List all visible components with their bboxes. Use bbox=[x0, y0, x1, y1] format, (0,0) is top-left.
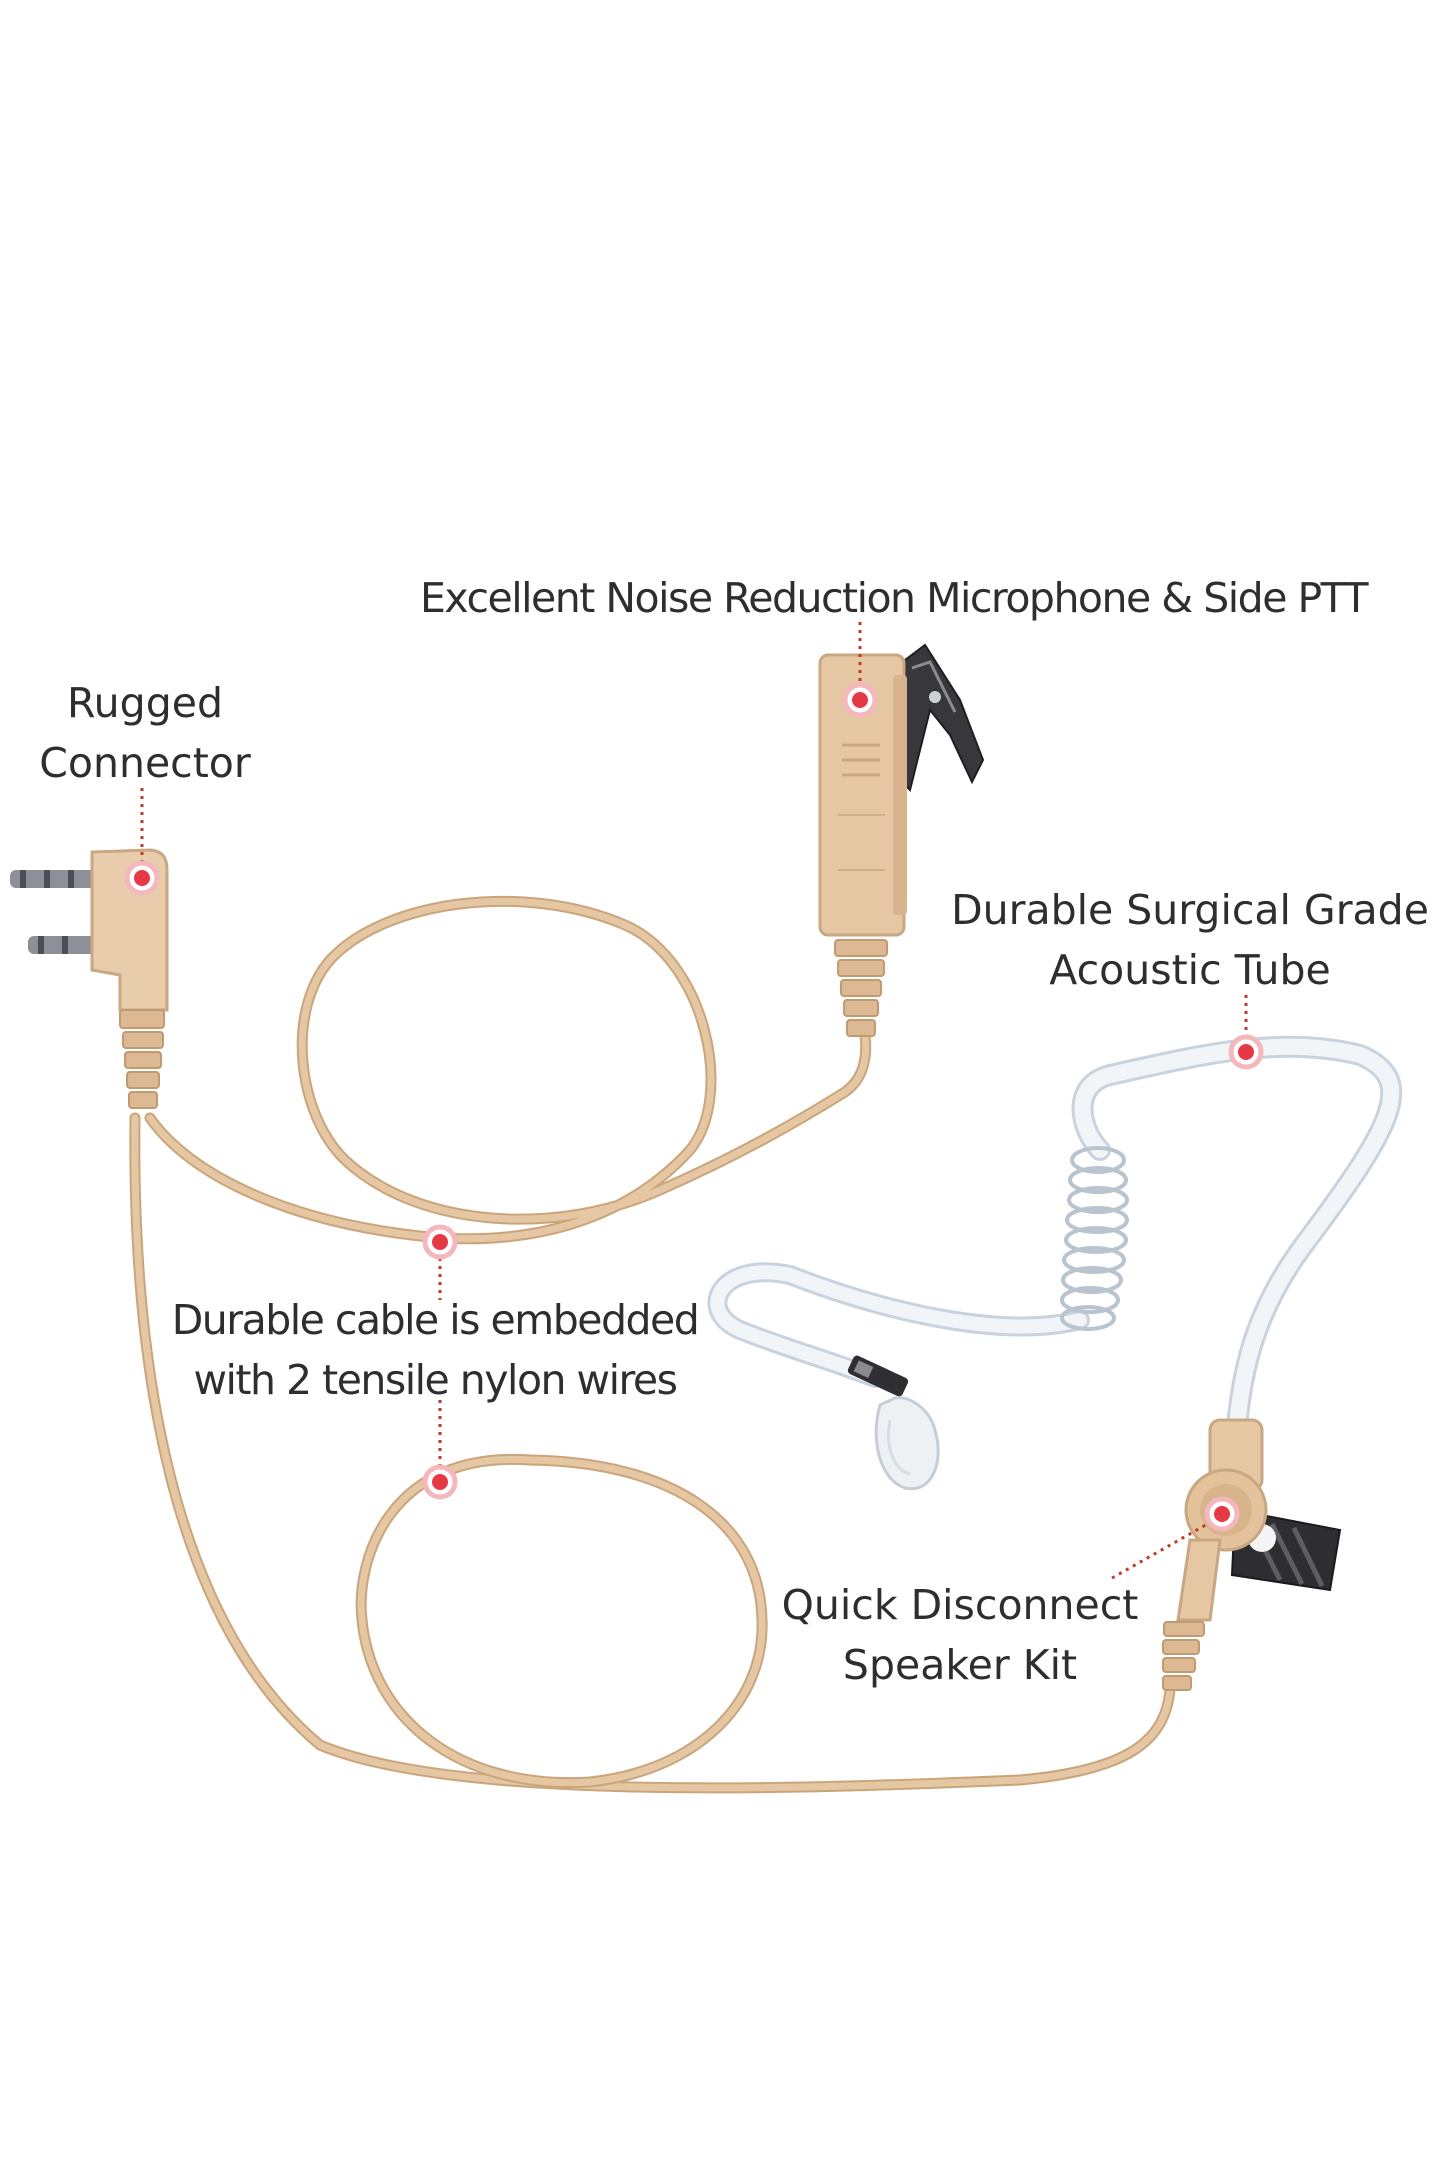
label-cable: Durable cable is embedded with 2 tensile… bbox=[170, 1290, 700, 1410]
label-tube: Durable Surgical Grade Acoustic Tube bbox=[950, 880, 1430, 1000]
marker-microphone bbox=[842, 682, 878, 718]
marker-speaker bbox=[1204, 1496, 1240, 1532]
label-connector: Rugged Connector bbox=[30, 673, 260, 793]
label-connector-line2: Connector bbox=[39, 739, 251, 787]
label-tube-line1: Durable Surgical Grade bbox=[951, 886, 1429, 934]
coil-tube bbox=[1060, 1146, 1129, 1331]
alligator-clip-icon bbox=[904, 643, 985, 792]
cable-group bbox=[129, 895, 1176, 1794]
label-speaker-line1: Quick Disconnect bbox=[781, 1581, 1139, 1629]
marker-connector bbox=[124, 860, 160, 896]
earpiece-earbud bbox=[847, 1355, 940, 1491]
cable-upper-loop bbox=[144, 895, 872, 1245]
label-cable-line1: Durable cable is embedded bbox=[171, 1296, 700, 1344]
label-tube-line2: Acoustic Tube bbox=[1049, 946, 1331, 994]
marker-cable-upper bbox=[422, 1224, 458, 1260]
label-speaker: Quick Disconnect Speaker Kit bbox=[770, 1575, 1150, 1695]
label-connector-line1: Rugged bbox=[67, 679, 223, 727]
acoustic-tube bbox=[707, 1035, 1403, 1461]
speaker-kit bbox=[1162, 1418, 1342, 1691]
ptt-microphone bbox=[818, 643, 985, 1037]
markers bbox=[124, 682, 1264, 1532]
label-microphone-line1: Excellent Noise Reduction Microphone & S… bbox=[420, 574, 1369, 622]
label-microphone: Excellent Noise Reduction Microphone & S… bbox=[420, 568, 1369, 628]
marker-tube bbox=[1228, 1034, 1264, 1070]
label-cable-line2: with 2 tensile nylon wires bbox=[193, 1356, 678, 1404]
marker-cable-lower bbox=[422, 1464, 458, 1500]
label-speaker-line2: Speaker Kit bbox=[842, 1641, 1078, 1689]
